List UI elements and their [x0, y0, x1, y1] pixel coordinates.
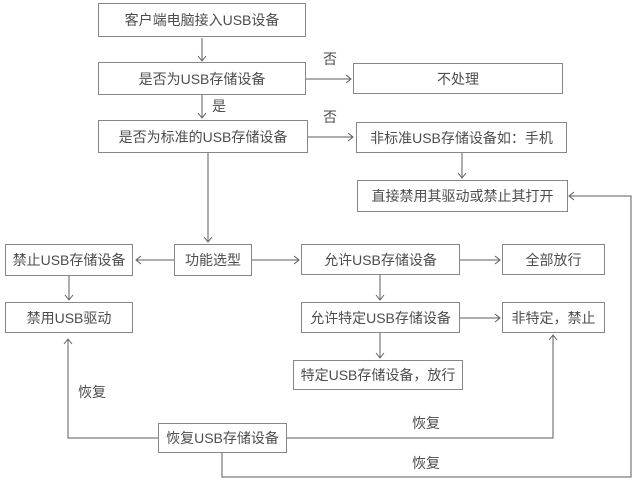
- edge-label-no-top: 否: [322, 51, 338, 67]
- edge-label-no-mid: 否: [322, 109, 338, 125]
- node-is-usb-storage: 是否为USB存储设备: [98, 62, 306, 95]
- edge-label-restore-bottom: 恢复: [411, 455, 441, 471]
- edge-label-restore-left: 恢复: [77, 384, 107, 400]
- node-restore-usb: 恢复USB存储设备: [158, 423, 287, 453]
- node-specific-pass: 特定USB存储设备，放行: [293, 360, 463, 390]
- node-non-specific-forbid: 非特定，禁止: [502, 302, 605, 333]
- node-client: 客户端电脑接入USB设备: [98, 3, 306, 37]
- edge-label-restore-mid: 恢复: [411, 415, 441, 431]
- node-forbid-usb: 禁止USB存储设备: [5, 244, 133, 276]
- node-allow-specific: 允许特定USB存储设备: [301, 302, 460, 333]
- node-is-standard: 是否为标准的USB存储设备: [98, 120, 308, 153]
- node-function-select: 功能选型: [174, 244, 252, 276]
- node-allow-all: 全部放行: [502, 244, 605, 275]
- node-no-action: 不处理: [353, 63, 563, 94]
- node-non-standard: 非标准USB存储设备如：手机: [356, 122, 567, 153]
- edge-label-yes: 是: [211, 98, 227, 114]
- node-disable-usb-driver: 禁用USB驱动: [5, 302, 133, 333]
- node-allow-usb: 允许USB存储设备: [301, 244, 460, 275]
- node-disable-drive-or-open: 直接禁用其驱动或禁止其打开: [357, 180, 568, 212]
